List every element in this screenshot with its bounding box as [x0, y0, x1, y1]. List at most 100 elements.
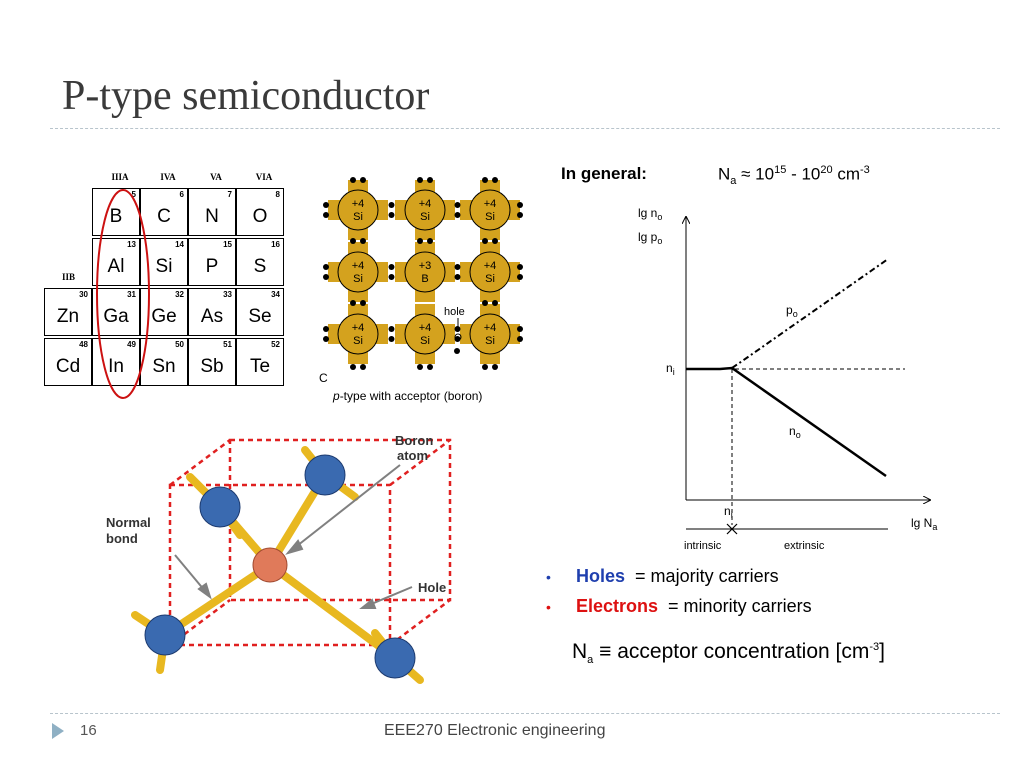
- electron-dot: [517, 274, 523, 280]
- electron-dot: [388, 326, 395, 332]
- slide-title: P-type semiconductor: [62, 73, 430, 119]
- electron-dot: [482, 238, 488, 244]
- atom-charge: +4: [419, 322, 432, 334]
- element-symbol: C: [157, 206, 171, 227]
- page-number: 16: [80, 722, 97, 739]
- bullet-electrons: •Electrons = minority carriers: [546, 596, 812, 626]
- atom-charge: +4: [419, 198, 432, 210]
- lattice-atom: [404, 189, 446, 231]
- electron-dot: [323, 212, 329, 218]
- carrier-bullets: •Holes = majority carriers • Electrons = …: [546, 566, 812, 626]
- bullet-dot: •: [546, 599, 551, 615]
- atom-symbol: Si: [420, 335, 430, 347]
- crystal-3d-diagram: Boron atom Normal bond Hole: [106, 433, 452, 684]
- atomic-number: 8: [275, 190, 280, 199]
- electron-dot: [360, 177, 366, 183]
- electron-dot: [323, 336, 329, 342]
- region-cross-b: [726, 523, 738, 535]
- bullet-dot: •: [546, 569, 551, 585]
- element-symbol: In: [108, 356, 124, 377]
- electron-dot: [517, 336, 523, 342]
- electron-dot: [517, 212, 523, 218]
- atom-charge: +4: [484, 260, 497, 272]
- element-symbol: Ga: [103, 306, 129, 327]
- lattice-atom: [404, 251, 446, 293]
- po-curve: [731, 258, 889, 369]
- holes-desc: = majority carriers: [635, 566, 779, 586]
- electron-dot: [454, 274, 461, 280]
- electron-dot: [454, 202, 461, 208]
- atomic-number: 15: [223, 240, 232, 249]
- electron-dot: [388, 336, 395, 342]
- y-label-po: lg po: [638, 230, 662, 246]
- atom-charge: +4: [484, 198, 497, 210]
- electron-dot: [482, 300, 488, 306]
- atomic-number: 31: [127, 290, 136, 299]
- electron-dot: [350, 177, 356, 183]
- normal-bond-label-1: Normal: [106, 515, 151, 530]
- lattice-atom: [469, 313, 511, 355]
- atom-symbol: Si: [420, 211, 430, 223]
- atomic-number: 7: [227, 190, 232, 199]
- lattice-atom: [337, 251, 379, 293]
- lattice-atom: [469, 251, 511, 293]
- electron-dot: [492, 364, 498, 370]
- electrons-term: Electrons: [576, 596, 659, 616]
- footer-course: EEE270 Electronic engineering: [384, 722, 606, 739]
- carrier-concentration-graph: lg no lg po ni ni po no lg Na intrinsic …: [638, 206, 937, 552]
- atom-charge: +4: [352, 260, 365, 272]
- electron-dot: [323, 264, 329, 270]
- electron-dot: [323, 202, 329, 208]
- electron-dot: [388, 212, 395, 218]
- electron-dot: [492, 177, 498, 183]
- lattice-caption-italic: p: [333, 389, 340, 403]
- element-symbol: P: [205, 256, 219, 277]
- atom-charge: +4: [484, 322, 497, 334]
- electron-dot: [323, 326, 329, 332]
- acceptor-definition: Na ≡ acceptor concentration [cm-3]: [572, 640, 885, 667]
- electron-dot: [417, 364, 423, 370]
- x-axis-label: lg Na: [911, 516, 937, 532]
- element-symbol: Al: [107, 256, 125, 277]
- atom-charge: +4: [352, 322, 365, 334]
- ni-x-label: ni: [724, 504, 733, 520]
- y-label-no: lg no: [638, 206, 662, 222]
- atom-charge: +3: [419, 260, 432, 272]
- atomic-number: 30: [79, 290, 88, 299]
- element-symbol: O: [252, 206, 268, 227]
- silicon-atoms: [144, 454, 416, 679]
- atomic-number: 51: [223, 340, 232, 349]
- lattice-atom: [337, 313, 379, 355]
- atom-symbol: Si: [485, 273, 495, 285]
- electron-dot: [360, 300, 366, 306]
- element-symbol: Sb: [200, 356, 224, 377]
- atom-symbol: B: [421, 273, 428, 285]
- footer-divider: [50, 713, 1000, 714]
- play-arrow-icon: [52, 723, 64, 739]
- normal-bond-label-2: bond: [106, 531, 138, 546]
- hole-label: hole: [444, 306, 465, 318]
- electron-dot: [360, 364, 366, 370]
- atom-symbol: Si: [353, 335, 363, 347]
- bullet-holes: •Holes = majority carriers: [546, 566, 812, 596]
- element-symbol: Te: [249, 356, 271, 377]
- electron-dot: [454, 336, 461, 342]
- electron-dot: [350, 238, 356, 244]
- electron-dot: [427, 364, 433, 370]
- hole-marker: [454, 333, 462, 341]
- atom-charge: +4: [352, 198, 365, 210]
- title-divider: [50, 128, 1000, 129]
- intrinsic-label: intrinsic: [684, 540, 722, 552]
- atomic-number: 34: [271, 290, 280, 299]
